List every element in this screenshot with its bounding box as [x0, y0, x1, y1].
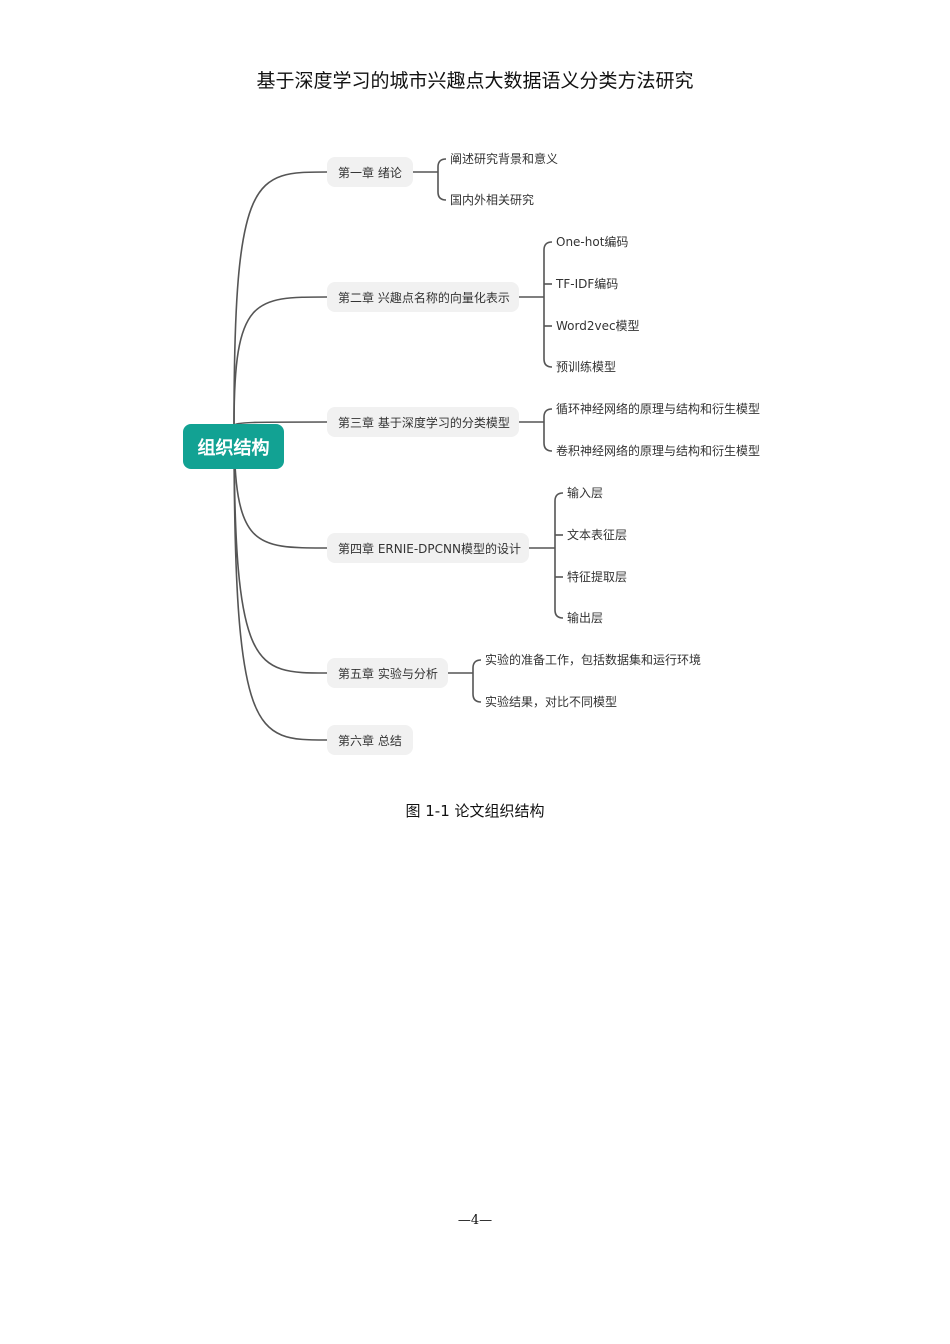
subtopic-label: Word2vec模型	[556, 319, 640, 333]
root-branch-line	[233, 171, 328, 427]
mindmap-root-node: 组织结构	[183, 424, 284, 469]
figure-caption: 图 1-1 论文组织结构	[405, 802, 545, 820]
root-branch-line	[233, 296, 328, 427]
bracket-line	[543, 408, 553, 452]
page-number: —4—	[457, 1213, 493, 1228]
subtopic-label: 循环神经网络的原理与结构和衍生模型	[556, 402, 761, 416]
subtopic-label: 实验的准备工作，包括数据集和运行环境	[485, 653, 702, 667]
mindmap-connectors	[233, 158, 564, 741]
chapter-node: 第四章 ERNIE-DPCNN模型的设计	[327, 533, 529, 563]
bracket-line	[543, 241, 553, 368]
subtopic-label: One-hot编码	[556, 235, 629, 249]
subtopic-label: 输出层	[567, 611, 604, 625]
chapter-node: 第二章 兴趣点名称的向量化表示	[327, 282, 519, 312]
subtopic-label: 文本表征层	[567, 528, 628, 542]
chapter-node: 第六章 总结	[327, 725, 413, 755]
root-branch-line	[233, 425, 328, 741]
page-header-title: 基于深度学习的城市兴趣点大数据语义分类方法研究	[256, 70, 694, 92]
subtopic-label: 预训练模型	[556, 360, 617, 374]
bracket-line	[472, 659, 482, 703]
chapter-node: 第三章 基于深度学习的分类模型	[327, 407, 519, 437]
subtopic-label: 卷积神经网络的原理与结构和衍生模型	[556, 444, 761, 458]
subtopic-label: 国内外相关研究	[450, 193, 535, 207]
subtopic-label: TF-IDF编码	[556, 277, 619, 291]
bracket-line	[554, 492, 564, 619]
subtopic-label: 特征提取层	[567, 570, 628, 584]
subtopic-label: 实验结果，对比不同模型	[485, 695, 618, 709]
bracket-line	[437, 158, 447, 201]
subtopic-label: 阐述研究背景和意义	[450, 152, 559, 166]
chapter-node: 第一章 绪论	[327, 157, 413, 187]
subtopic-label: 输入层	[567, 486, 604, 500]
chapter-node: 第五章 实验与分析	[327, 658, 448, 688]
